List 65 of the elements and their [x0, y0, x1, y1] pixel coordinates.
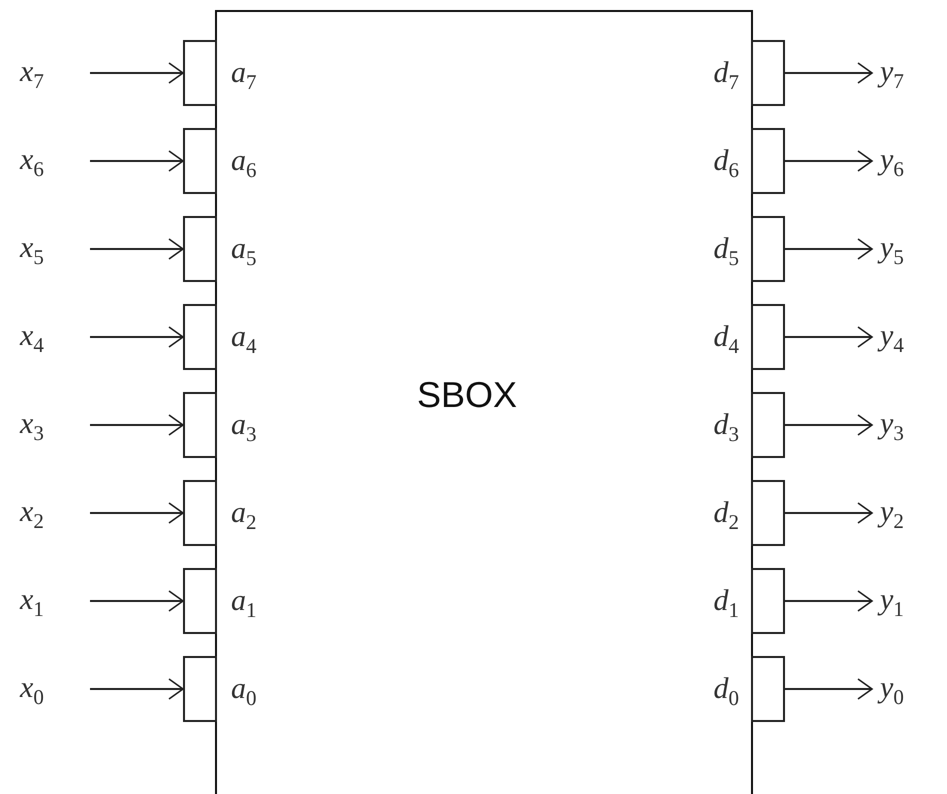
- pin-box: [183, 656, 217, 722]
- arrow: [785, 502, 873, 524]
- output-pin-label: d$_{0}$: [714, 674, 739, 709]
- output-label: y$_{6}$: [880, 145, 904, 180]
- arrow: [785, 326, 873, 348]
- input-label: x$_{6}$: [20, 145, 44, 180]
- input-pin-label: a$_{3}$: [231, 410, 256, 445]
- arrow: [785, 62, 873, 84]
- input-label: x$_{3}$: [20, 409, 44, 444]
- arrow: [90, 238, 184, 260]
- pin-box: [751, 656, 785, 722]
- pin-box: [751, 40, 785, 106]
- input-label: x$_{0}$: [20, 673, 44, 708]
- output-label: y$_{4}$: [880, 321, 904, 356]
- output-label: y$_{1}$: [880, 585, 904, 620]
- output-label: y$_{2}$: [880, 497, 904, 532]
- pin-box: [183, 216, 217, 282]
- pin-box: [183, 304, 217, 370]
- input-pin-label: a$_{5}$: [231, 234, 256, 269]
- output-pin-label: d$_{1}$: [714, 586, 739, 621]
- output-label: y$_{3}$: [880, 409, 904, 444]
- input-pin-label: a$_{2}$: [231, 498, 256, 533]
- block-title: SBOX: [417, 374, 518, 416]
- output-label: y$_{5}$: [880, 233, 904, 268]
- pin-box: [183, 40, 217, 106]
- input-label: x$_{2}$: [20, 497, 44, 532]
- arrow: [785, 590, 873, 612]
- input-label: x$_{4}$: [20, 321, 44, 356]
- arrow: [90, 326, 184, 348]
- pin-box: [751, 568, 785, 634]
- arrow: [785, 238, 873, 260]
- pin-box: [751, 128, 785, 194]
- pin-box: [751, 392, 785, 458]
- arrow: [90, 414, 184, 436]
- input-label: x$_{5}$: [20, 233, 44, 268]
- output-label: y$_{7}$: [880, 57, 904, 92]
- input-pin-label: a$_{0}$: [231, 674, 256, 709]
- arrow: [785, 678, 873, 700]
- output-pin-label: d$_{7}$: [714, 58, 739, 93]
- input-pin-label: a$_{6}$: [231, 146, 256, 181]
- input-label: x$_{1}$: [20, 585, 44, 620]
- arrow: [90, 590, 184, 612]
- output-pin-label: d$_{4}$: [714, 322, 739, 357]
- output-pin-label: d$_{3}$: [714, 410, 739, 445]
- input-pin-label: a$_{4}$: [231, 322, 256, 357]
- arrow: [785, 150, 873, 172]
- input-pin-label: a$_{7}$: [231, 58, 256, 93]
- output-pin-label: d$_{2}$: [714, 498, 739, 533]
- arrow: [90, 62, 184, 84]
- output-pin-label: d$_{6}$: [714, 146, 739, 181]
- pin-box: [183, 480, 217, 546]
- pin-box: [751, 480, 785, 546]
- pin-box: [751, 304, 785, 370]
- input-pin-label: a$_{1}$: [231, 586, 256, 621]
- pin-box: [183, 128, 217, 194]
- arrow: [90, 502, 184, 524]
- arrow: [785, 414, 873, 436]
- arrow: [90, 150, 184, 172]
- input-label: x$_{7}$: [20, 57, 44, 92]
- pin-box: [751, 216, 785, 282]
- pin-box: [183, 568, 217, 634]
- output-label: y$_{0}$: [880, 673, 904, 708]
- output-pin-label: d$_{5}$: [714, 234, 739, 269]
- pin-box: [183, 392, 217, 458]
- arrow: [90, 678, 184, 700]
